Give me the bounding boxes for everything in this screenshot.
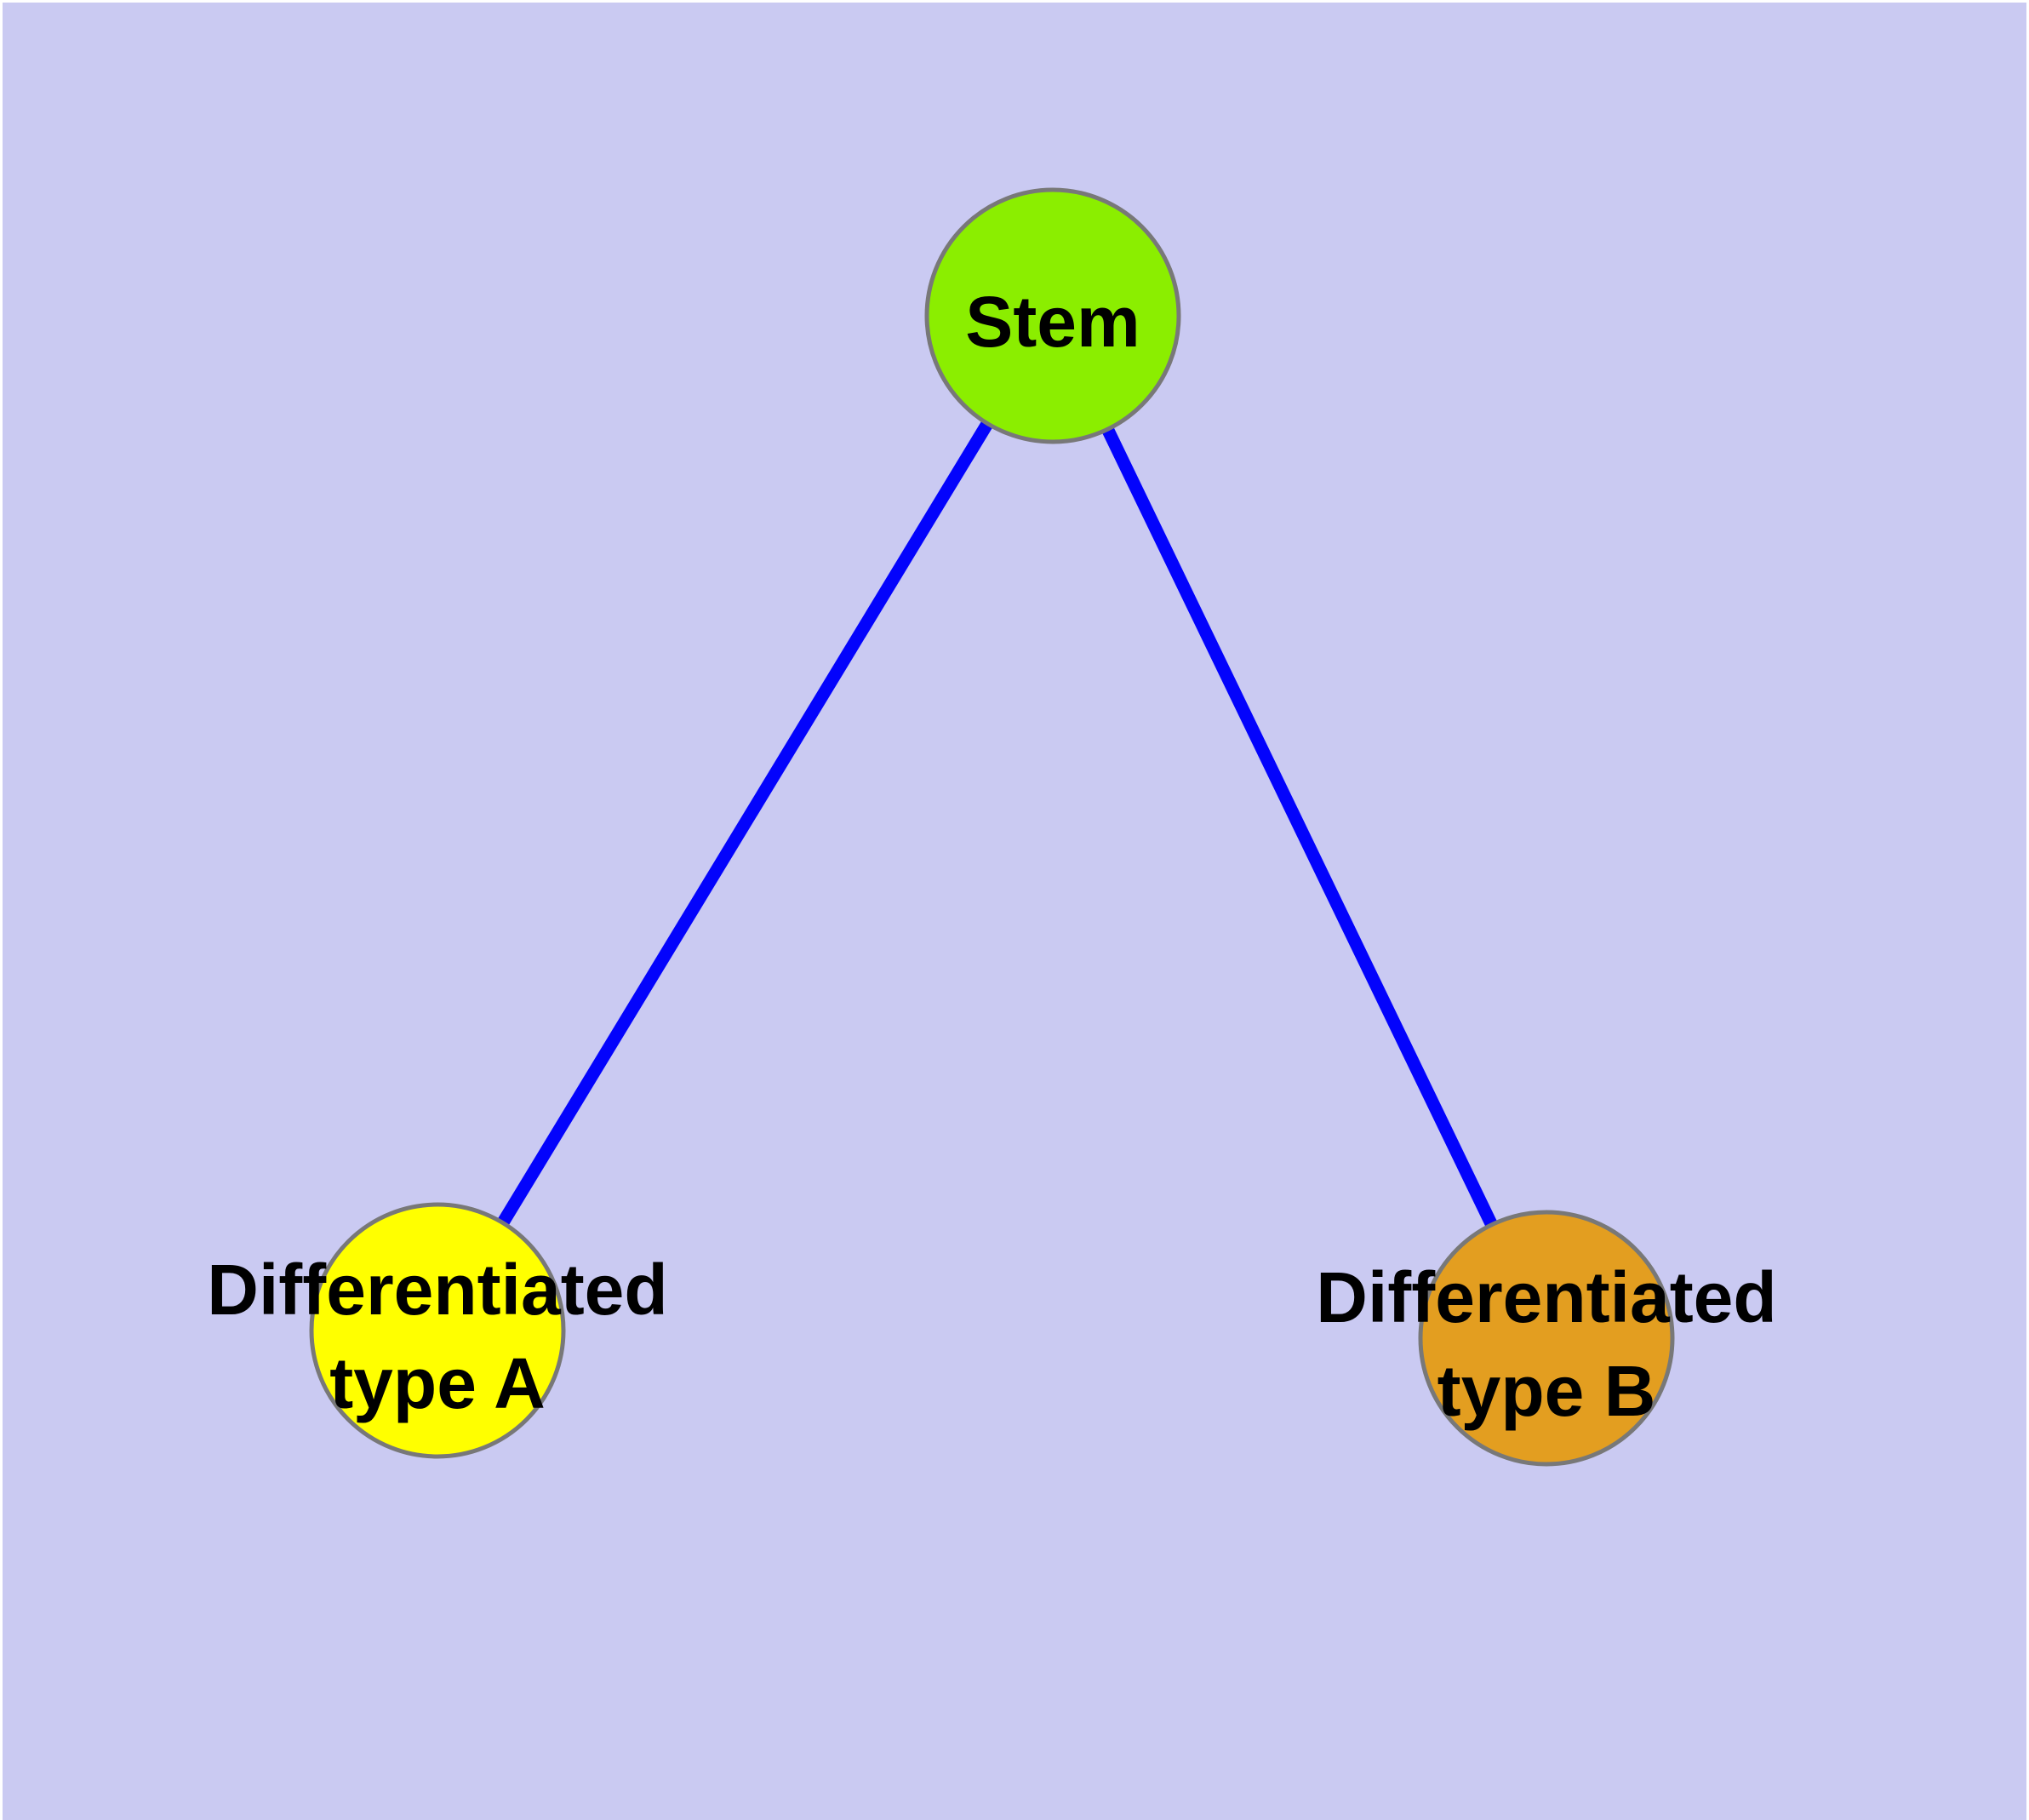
edge-stem-to-type-a: [432, 312, 1059, 1334]
edge-stem-to-type-b: [1047, 312, 1552, 1342]
type-b-node: [1418, 1210, 1675, 1467]
stem-node-label: Stem: [965, 282, 1140, 362]
type-b-node-label-line1: Differentiated: [1316, 1257, 1776, 1337]
type-a-node: [309, 1202, 566, 1459]
type-a-node-label-line2: type A: [329, 1343, 546, 1423]
type-a-node-label-line1: Differentiated: [207, 1250, 667, 1330]
stem-node: [924, 187, 1181, 444]
type-b-node-label-line2: type B: [1437, 1351, 1656, 1431]
